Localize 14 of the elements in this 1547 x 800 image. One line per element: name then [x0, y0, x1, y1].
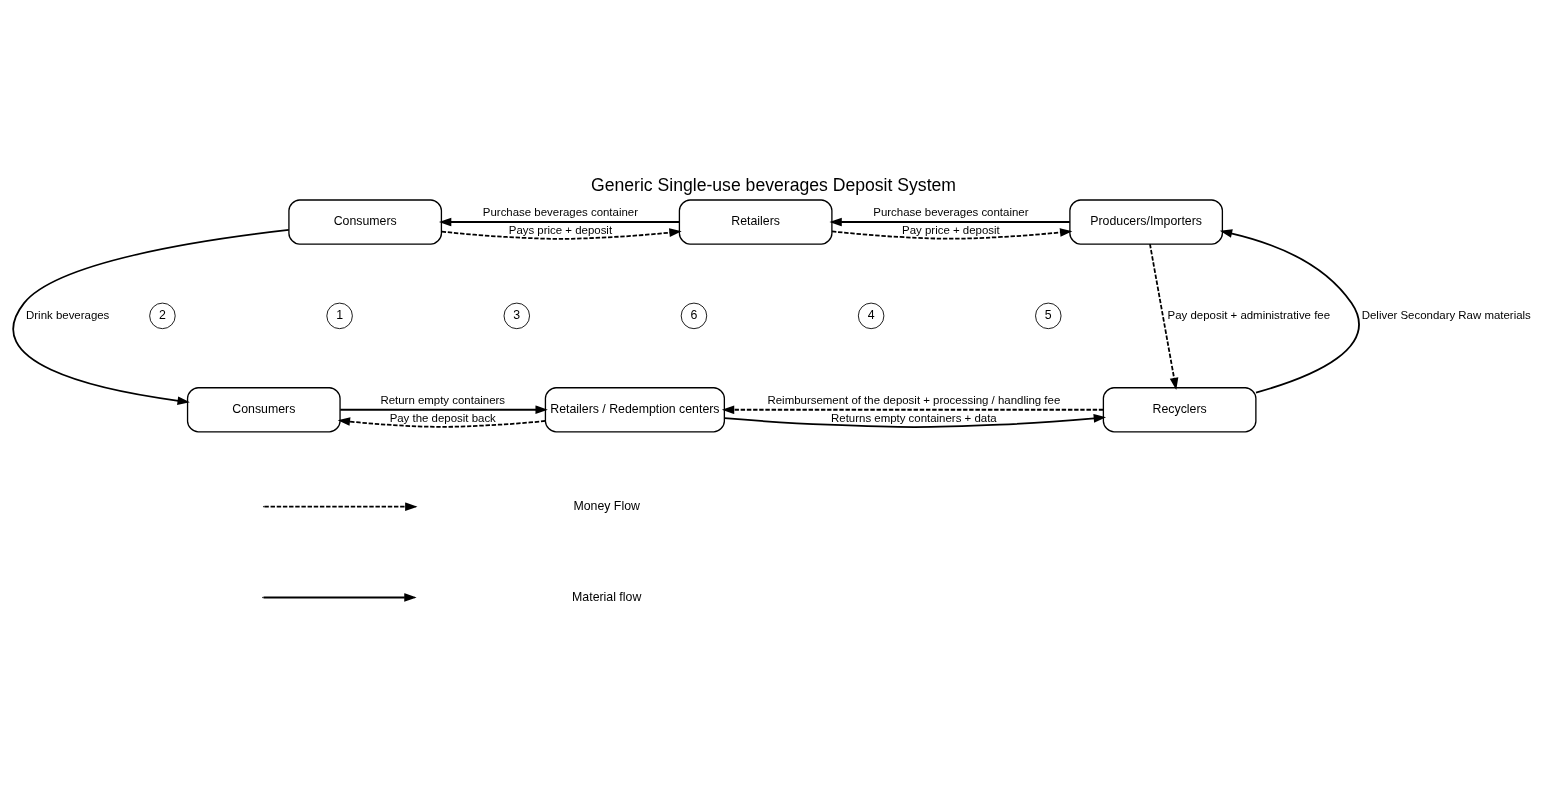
edge-label: Purchase beverages container: [482, 205, 638, 218]
edge-label: Deliver Secondary Raw materials: [1361, 308, 1531, 321]
edge-label: Returns empty containers + data: [831, 411, 997, 424]
edge-label: Purchase beverages container: [873, 205, 1029, 218]
edge-label: Pay price + deposit: [902, 223, 1000, 236]
edge-label: Pay the deposit back: [389, 411, 496, 424]
legend-label: Material flow: [572, 589, 642, 604]
edge-label: Return empty containers: [380, 393, 506, 406]
edge-label: Pays price + deposit: [508, 223, 613, 236]
legend-label: Money Flow: [573, 498, 640, 513]
edge-label: Reimbursement of the deposit + processing / handling fee: [767, 393, 1061, 406]
edge-label: Pay deposit + administrative fee: [1167, 308, 1331, 321]
edge-label: Drink beverages: [26, 308, 110, 321]
diagram-title: Generic Single-use beverages Deposit System: [590, 174, 957, 195]
